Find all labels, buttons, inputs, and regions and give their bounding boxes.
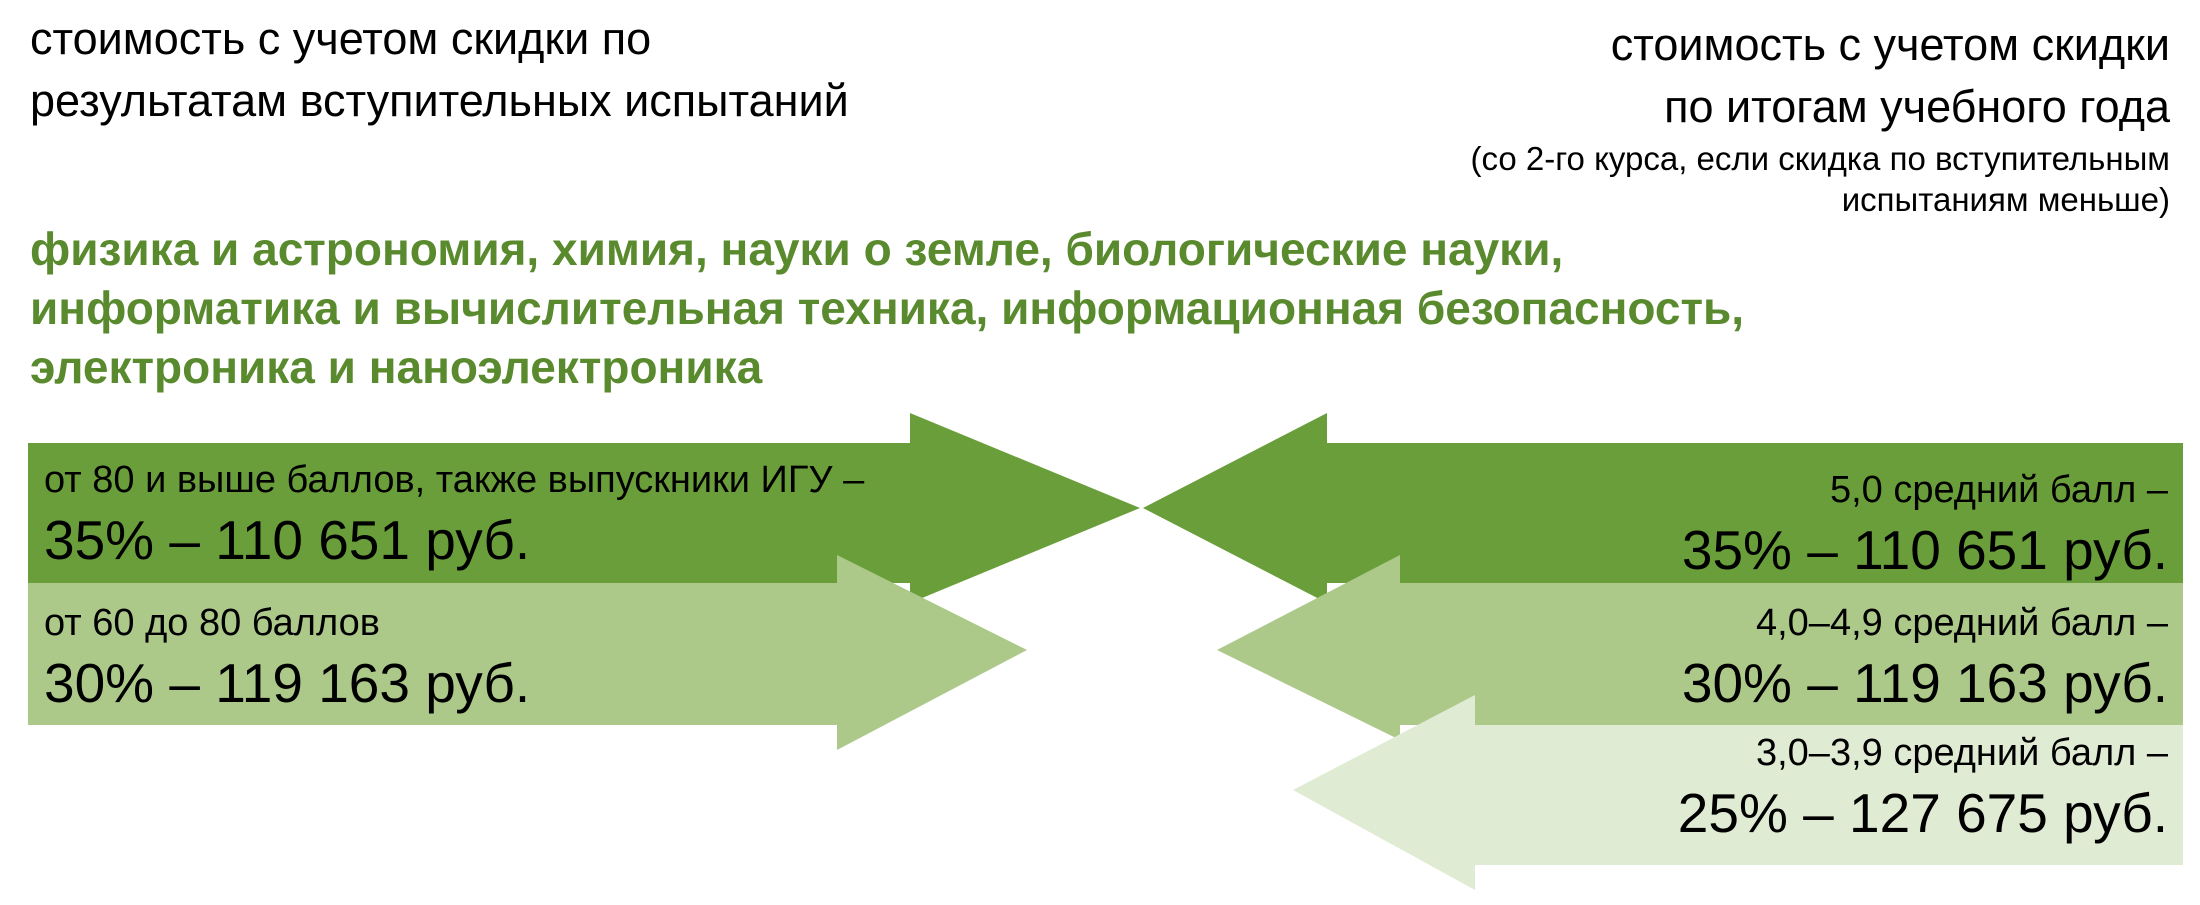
left-tier-1: от 80 и выше баллов, также выпускники ИГ… [44,455,864,575]
left-arrow-mid [28,555,1027,750]
fields-line1: физика и астрономия, химия, науки о земл… [30,223,1564,275]
right-arrow-mid [1217,555,2183,740]
left-arrow-dark [28,413,1140,603]
right-heading-line2: по итогам учебного года [1664,81,2170,132]
left-tier-1-condition: от 80 и выше баллов, также выпускники ИГ… [44,459,865,501]
right-tier-3: 3,0–3,9 средний балл – 25% – 127 675 руб… [1678,728,2168,848]
left-tier-2: от 60 до 80 баллов 30% – 119 163 руб. [44,598,530,718]
right-tier-3-price: 25% – 127 675 руб. [1677,782,2168,844]
left-heading-line2: результатам вступительных испытаний [30,75,849,126]
right-tier-3-condition: 3,0–3,9 средний балл – [1755,732,2168,774]
right-tier-2-condition: 4,0–4,9 средний балл – [1755,602,2168,644]
right-arrow-dark [1143,413,2183,603]
right-tier-1-condition: 5,0 средний балл – [1829,469,2168,511]
right-heading-note-line1: (со 2-го курса, если скидка по вступител… [1470,140,2170,177]
left-heading-line1: стоимость с учетом скидки по [30,13,652,64]
right-heading-line1: стоимость с учетом скидки [1610,19,2170,70]
right-arrow-light [1293,695,2183,890]
right-heading: стоимость с учетом скидки по итогам учеб… [1471,14,2170,220]
left-heading: стоимость с учетом скидки по результатам… [30,8,849,132]
fields-of-study: физика и астрономия, химия, науки о земл… [30,220,1744,397]
left-tier-2-condition: от 60 до 80 баллов [44,602,380,644]
right-tier-2-price: 30% – 119 163 руб. [1681,652,2168,714]
right-heading-note-line2: испытаниям меньше) [1841,181,2170,218]
right-tier-2: 4,0–4,9 средний балл – 30% – 119 163 руб… [1682,598,2168,718]
fields-line3: электроника и наноэлектроника [30,341,763,393]
left-tier-2-price: 30% – 119 163 руб. [44,652,531,714]
left-tier-1-price: 35% – 110 651 руб. [44,509,531,571]
fields-line2: информатика и вычислительная техника, ин… [30,282,1745,334]
right-tier-1: 5,0 средний балл – 35% – 110 651 руб. [1682,465,2168,585]
right-tier-1-price: 35% – 110 651 руб. [1681,519,2168,581]
